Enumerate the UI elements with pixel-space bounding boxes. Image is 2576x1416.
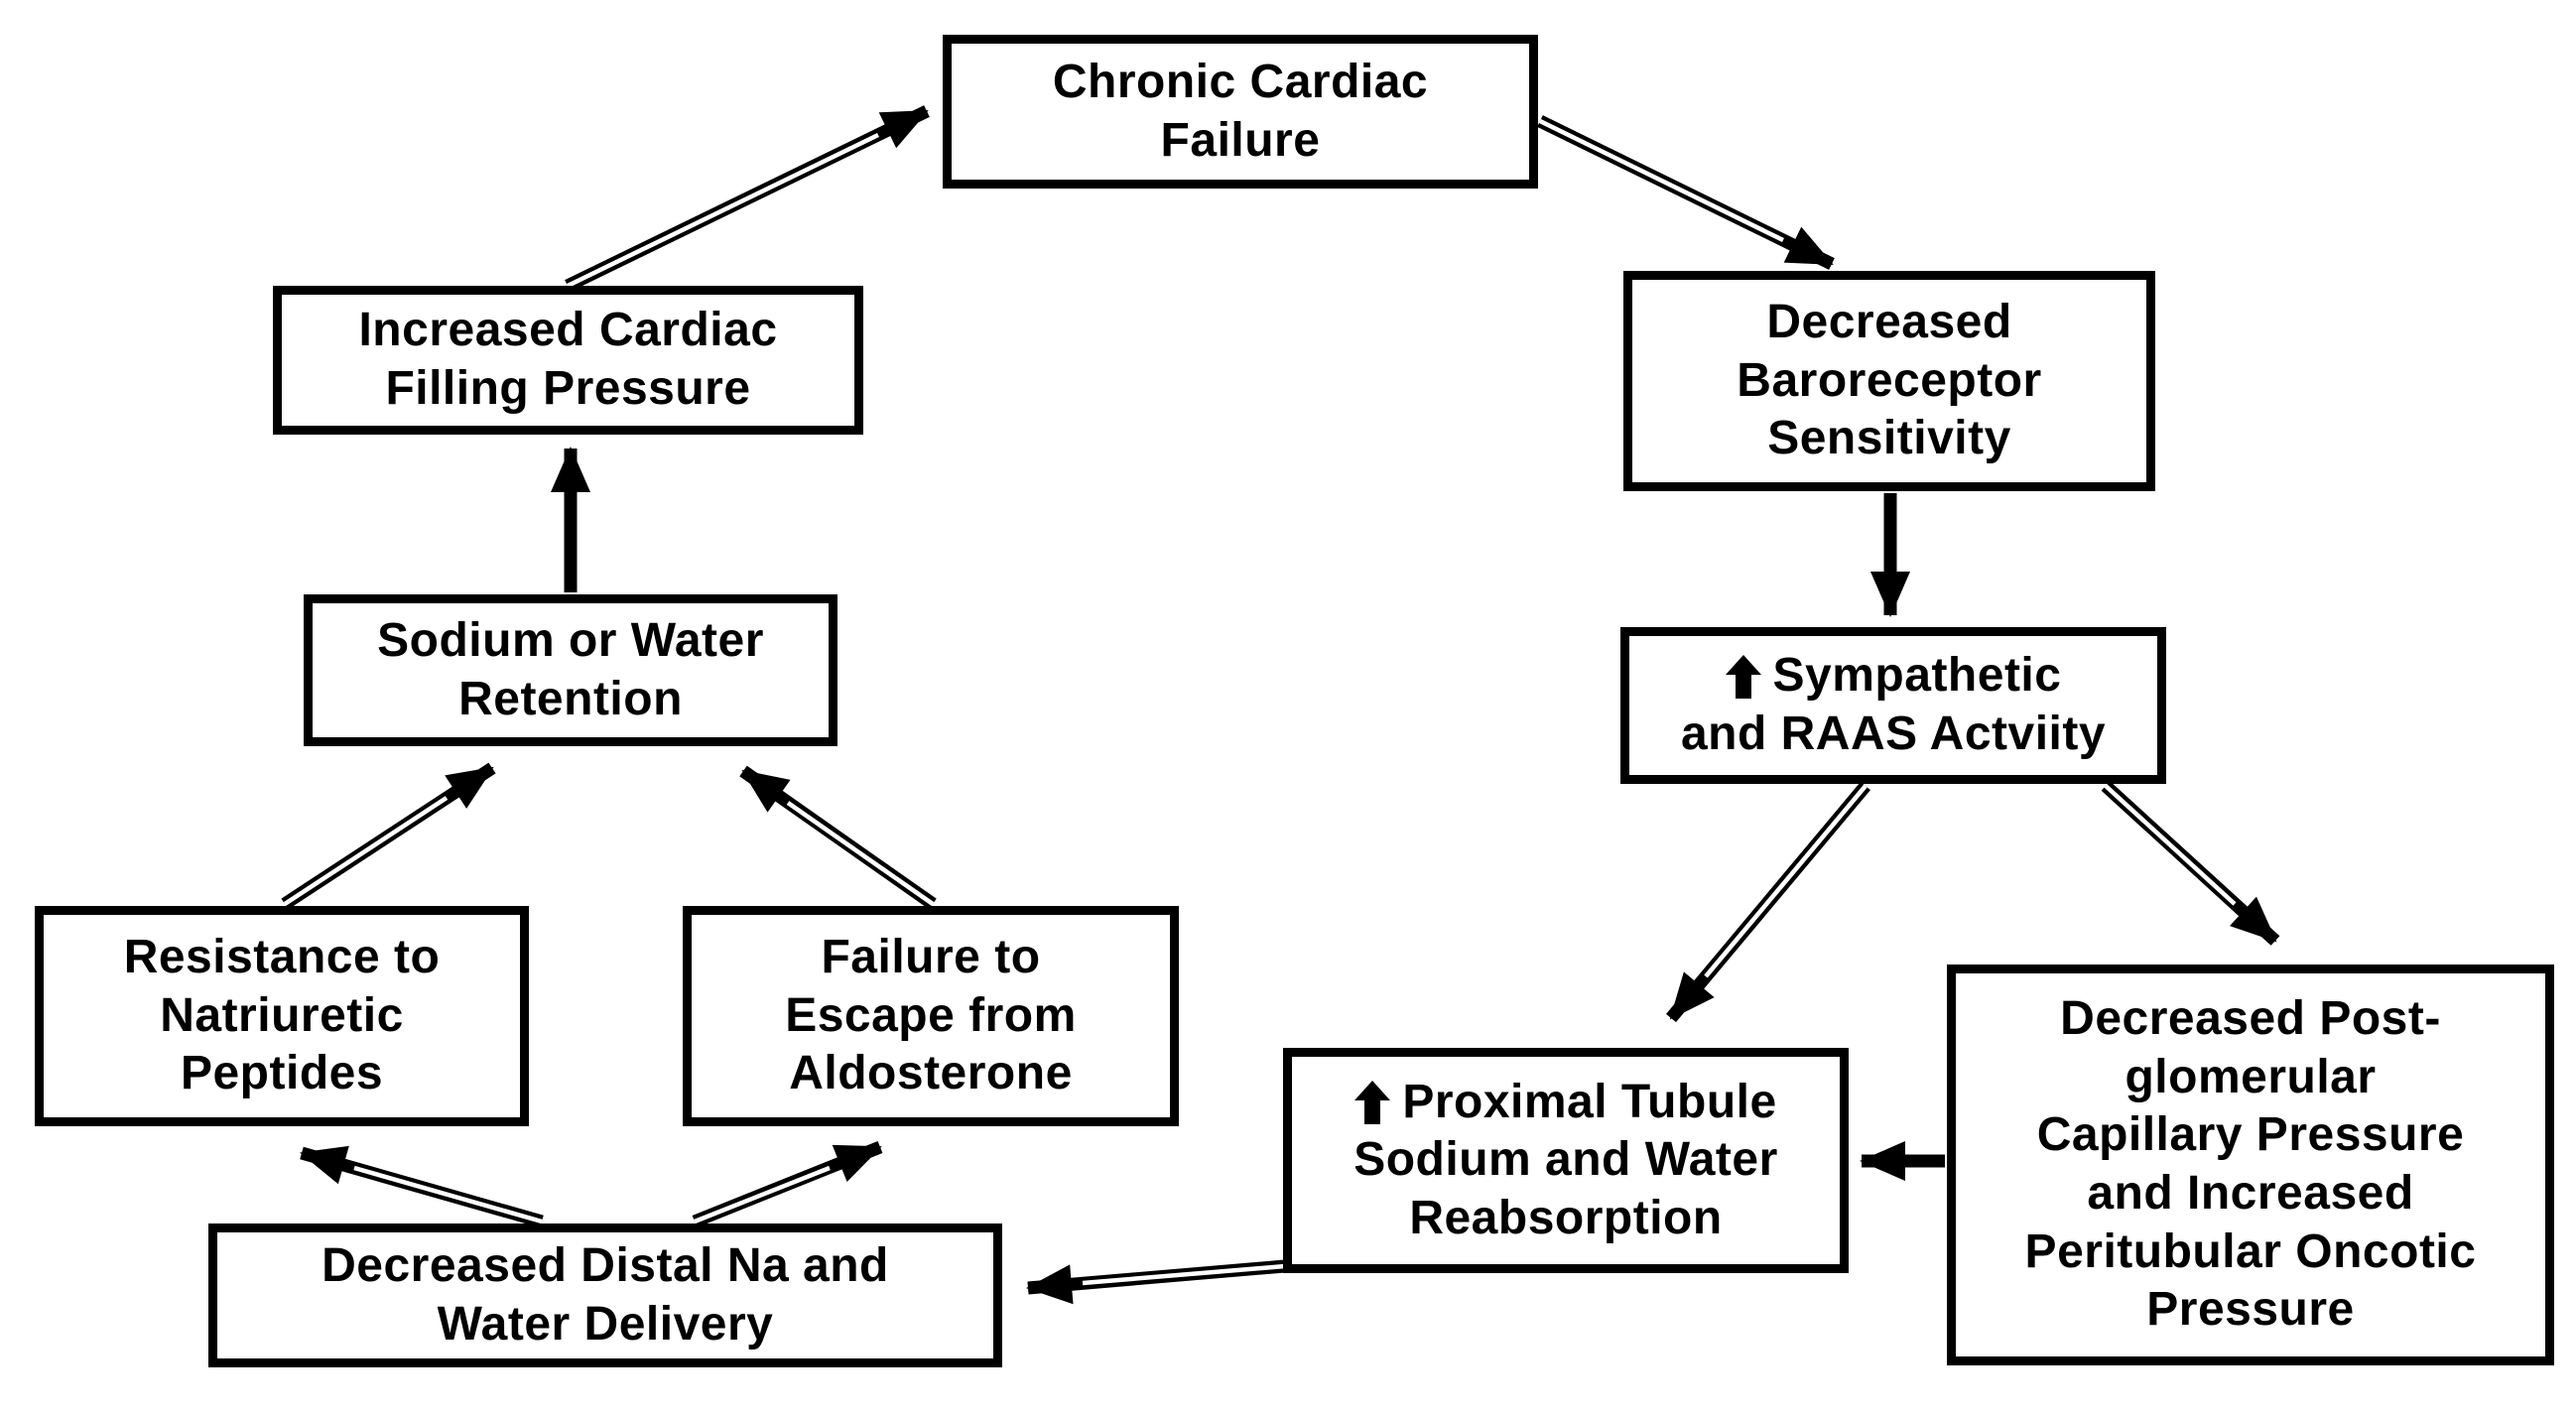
arrow-distal-to-resistance xyxy=(300,1145,544,1228)
node-label-line: Aldosterone xyxy=(789,1047,1073,1100)
node-chronic-cardiac-failure: Chronic Cardiac Failure xyxy=(943,35,1538,189)
node-label-line: Baroreceptor xyxy=(1737,353,2042,407)
node-label-line: Pressure xyxy=(2146,1283,2355,1337)
increase-arrow-icon xyxy=(1725,654,1761,699)
node-increased-proximal-tubule-sodium-water-reabsorption: Proximal Tubule Sodium and Water Reabsor… xyxy=(1283,1048,1849,1273)
node-label-line: Peptides xyxy=(180,1047,384,1100)
node-label-line: glomerular xyxy=(2125,1050,2377,1103)
node-sodium-or-water-retention: Sodium or Water Retention xyxy=(304,594,837,746)
node-increased-cardiac-filling-pressure: Increased Cardiac Filling Pressure xyxy=(273,286,863,435)
node-label-line: Sympathetic xyxy=(1725,647,2062,706)
arrow-distal-to-failure xyxy=(692,1140,883,1228)
node-label-line: Peritubular Oncotic xyxy=(2024,1224,2477,1278)
node-label-line: Proximal Tubule xyxy=(1354,1074,1776,1132)
node-label-line: and RAAS Actviity xyxy=(1680,708,2107,760)
node-label-line: Sodium and Water xyxy=(1353,1133,1778,1187)
node-label-line: Water Delivery xyxy=(437,1297,774,1351)
node-label-line: Reabsorption xyxy=(1409,1191,1723,1244)
arrow-failure-to-sodium xyxy=(739,765,937,910)
arrow-filling-to-chronic xyxy=(565,105,930,292)
node-label-line: Natriuretic xyxy=(160,988,404,1042)
node-resistance-to-natriuretic-peptides: Resistance to Natriuretic Peptides xyxy=(35,906,529,1126)
arrow-proximal-to-distal xyxy=(1026,1259,1286,1305)
node-label-line: Sensitivity xyxy=(1767,412,2011,465)
increase-arrow-icon xyxy=(1354,1080,1391,1124)
node-label-line: Decreased xyxy=(1766,296,2012,349)
arrow-resistance-to-sodium xyxy=(281,762,496,910)
node-decreased-baroreceptor-sensitivity: Decreased Baroreceptor Sensitivity xyxy=(1623,271,2155,491)
node-label-line: Decreased Distal Na and xyxy=(322,1238,889,1292)
node-decreased-distal-na-and-water-delivery: Decreased Distal Na and Water Delivery xyxy=(208,1223,1002,1367)
arrow-chronic-to-baroreceptor xyxy=(1537,115,1835,270)
node-label-line: Failure to xyxy=(821,931,1041,984)
node-decreased-postglomerular-capillary-pressure: Decreased Post- glomerular Capillary Pre… xyxy=(1947,965,2554,1365)
node-label-line: Capillary Pressure xyxy=(2036,1108,2465,1162)
node-label-line: Filling Pressure xyxy=(385,362,751,415)
node-label-line: Failure xyxy=(1160,113,1321,167)
arrow-sympathetic-to-postglomerular xyxy=(2101,781,2280,946)
arrow-sympathetic-to-proximal xyxy=(1666,781,1870,1023)
node-failure-to-escape-from-aldosterone: Failure to Escape from Aldosterone xyxy=(683,906,1179,1126)
node-label-line: Escape from xyxy=(785,988,1077,1042)
node-label-line: Retention xyxy=(458,672,683,725)
node-increased-sympathetic-and-raas-activity: Sympathetic and RAAS Actviity xyxy=(1620,627,2166,784)
node-label-line: and Increased xyxy=(2087,1167,2414,1220)
node-label-line: Sodium or Water xyxy=(377,613,764,667)
node-label-line: Increased Cardiac xyxy=(358,304,778,357)
node-label-line: Resistance to xyxy=(123,931,441,984)
node-label-line: Decreased Post- xyxy=(2060,992,2441,1046)
node-label-line: Chronic Cardiac xyxy=(1052,55,1429,108)
